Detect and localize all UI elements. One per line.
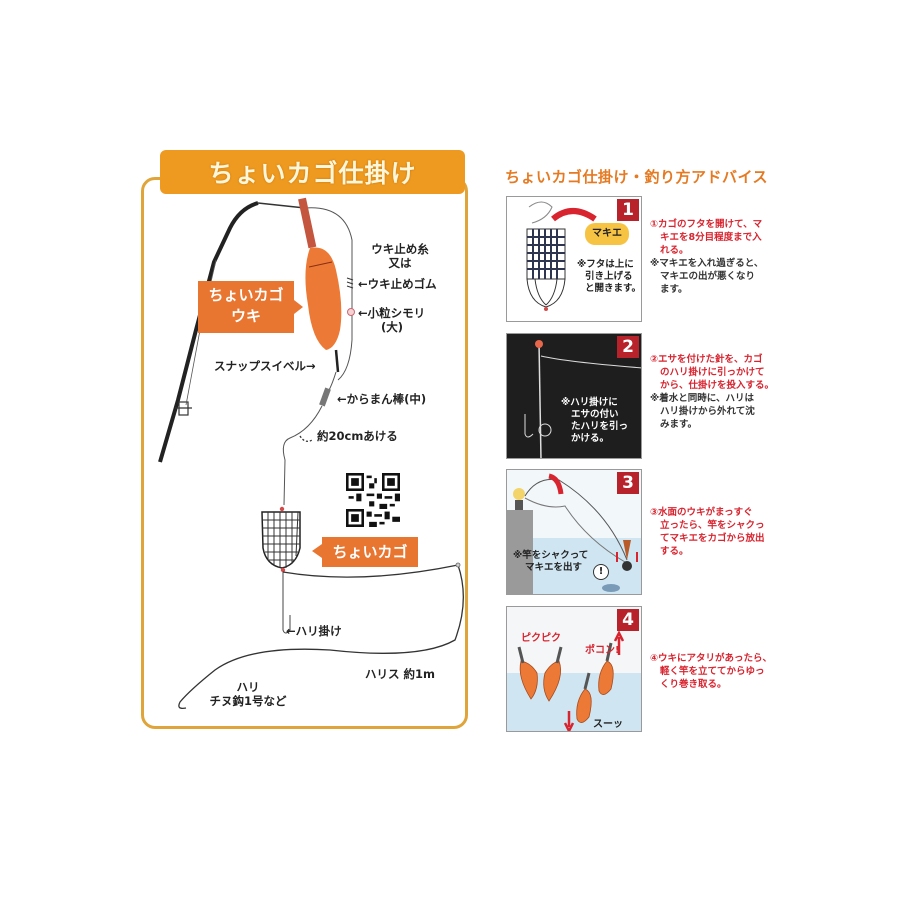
rig-title-banner: ちょいカゴ仕掛け [160,150,465,194]
step-2-image: ※ハリ掛けに エサの付い たハリを引っ かける。 2 [506,333,642,459]
note-line: たハリを引っ [571,421,629,432]
note-line: マキエを出す [525,562,583,573]
feeder-open-illustration [526,201,597,311]
desc-line: 軽く竿を立ててからゆっ [660,666,765,677]
arrow-icon [548,473,564,495]
desc-line: 立ったら、竿をシャクっ [660,520,765,531]
snap-swivel-icon [334,349,340,373]
label-karaman-rod: ←からまん棒(中) [337,392,427,406]
rig-diagram-frame [141,177,468,729]
rig-title: ちょいカゴ仕掛け [208,159,417,188]
rig-diagram-illustration [158,197,464,710]
note-line: かける。 [571,433,610,444]
step-1-description: ①カゴのフタを開けて、マ キエを8分目程度まで入 れる。 ※マキエを入れ過ぎると… [650,218,800,296]
note-line: ※フタは上に [577,259,634,270]
label-leader: ハリス 約1m [365,667,435,681]
desc-line: から、仕掛けを投入する。 [660,380,775,391]
bead-icon [347,308,355,316]
label-stopper-line: ウキ止め糸 又は [365,242,435,270]
note-line: ※着水と同時に、ハリは [650,393,754,404]
hook-hanger-icon [282,572,291,634]
casting-illustration [507,473,641,594]
label-bead-size: (大) [381,320,404,334]
label-twitch: ピクピク [521,633,561,644]
label-hook-line-1: ハリ [236,680,260,694]
desc-line: する。 [660,546,689,557]
label-gap: 約20cmあける [317,429,398,443]
label-sink: スーッ [593,719,623,730]
step-1-image: マキエ ※フタは上に 引き上げる と開きます。 1 [506,196,642,322]
bite-floats-illustration [507,630,641,731]
bait-badge: マキエ [585,223,629,245]
feeder-basket-icon [261,506,301,573]
note-line: 引き上げる [585,271,633,282]
arrow-icon [551,208,597,222]
step-3-number: 3 [617,472,639,494]
step-2-image-note: ※ハリ掛けに エサの付い たハリを引っ かける。 [561,397,628,445]
step-3-image: ※竿をシャクって マキエを出す ! 3 [506,469,642,595]
leader-line [178,564,464,710]
label-hook-line-2: チヌ鈎1号など [209,694,287,708]
step-4-number: 4 [617,609,639,631]
note-line: ます。 [660,284,688,295]
step-3-image-note: ※竿をシャクって マキエを出す [513,550,588,574]
desc-line: れる。 [660,245,689,256]
label-snap-swivel: スナップスイベル→ [214,359,316,373]
fish-icon [602,584,620,592]
float-callout-line-1: ちょいカゴ [208,286,284,304]
label-hook: ハリ チヌ鈎1号など [198,680,298,708]
float-icon [298,197,342,350]
label-bead: ←小粒シモリ [358,306,426,320]
karaman-rod-icon [319,387,331,407]
note-line: ※竿をシャクって [513,550,589,561]
step-2-description: ②エサを付けた針を、カゴ のハリ掛けに引っかけて から、仕掛けを投入する。 ※着… [650,353,800,431]
step-1-image-note: ※フタは上に 引き上げる と開きます。 [577,259,641,295]
note-line: みます。 [660,419,698,430]
reel-icon [175,401,192,416]
step-3-description: ③水面のウキがまっすぐ 立ったら、竿をシャクっ てマキエをカゴから放出 する。 [650,506,800,558]
basket-callout-pointer [312,544,322,558]
note-line: と開きます。 [585,283,642,294]
label-stopper-rubber: ←ウキ止めゴム [358,277,437,291]
advice-title: ちょいカゴ仕掛け・釣り方アドバイス [505,168,769,186]
note-line: ※マキエを入れ過ぎると、 [650,258,764,269]
step-4-image: ピクピク ポコン! スーッ 4 [506,606,642,732]
desc-line: ③水面のウキがまっすぐ [650,507,753,518]
desc-line: ①カゴのフタを開けて、マ [650,219,763,230]
desc-line: のハリ掛けに引っかけて [660,367,765,378]
desc-line: ④ウキにアタリがあったら、 [650,653,773,664]
note-line: マキエの出が悪くなり [660,271,756,282]
step-1-number: 1 [617,199,639,221]
float-callout-line-2: ウキ [230,307,261,325]
desc-line: てマキエをカゴから放出 [660,533,765,544]
label-pop: ポコン! [585,645,620,656]
desc-line: ②エサを付けた針を、カゴ [650,354,763,365]
label-hook-hanger: ←ハリ掛け [286,624,342,638]
hook-setup-illustration [524,340,641,458]
step-4-description: ④ウキにアタリがあったら、 軽く竿を立ててからゆっ くり巻き取る。 [650,652,800,691]
step-2-number: 2 [617,336,639,358]
note-line: ハリ掛けから外れて沈 [660,406,755,417]
basket-callout: ちょいカゴ [322,537,418,567]
label-stopper-line-1: ウキ止め糸 [371,242,429,256]
qr-code-icon[interactable] [345,473,401,527]
label-stopper-line-2: 又は [388,256,412,270]
float-callout-pointer [294,300,303,314]
note-line: エサの付い [571,409,619,420]
note-line: ※ハリ掛けに [561,397,618,408]
exclaim-bubble: ! [593,564,609,580]
desc-line: くり巻き取る。 [660,679,727,690]
float-callout: ちょいカゴ ウキ [198,281,294,333]
desc-line: キエを8分目程度まで入 [660,232,762,243]
